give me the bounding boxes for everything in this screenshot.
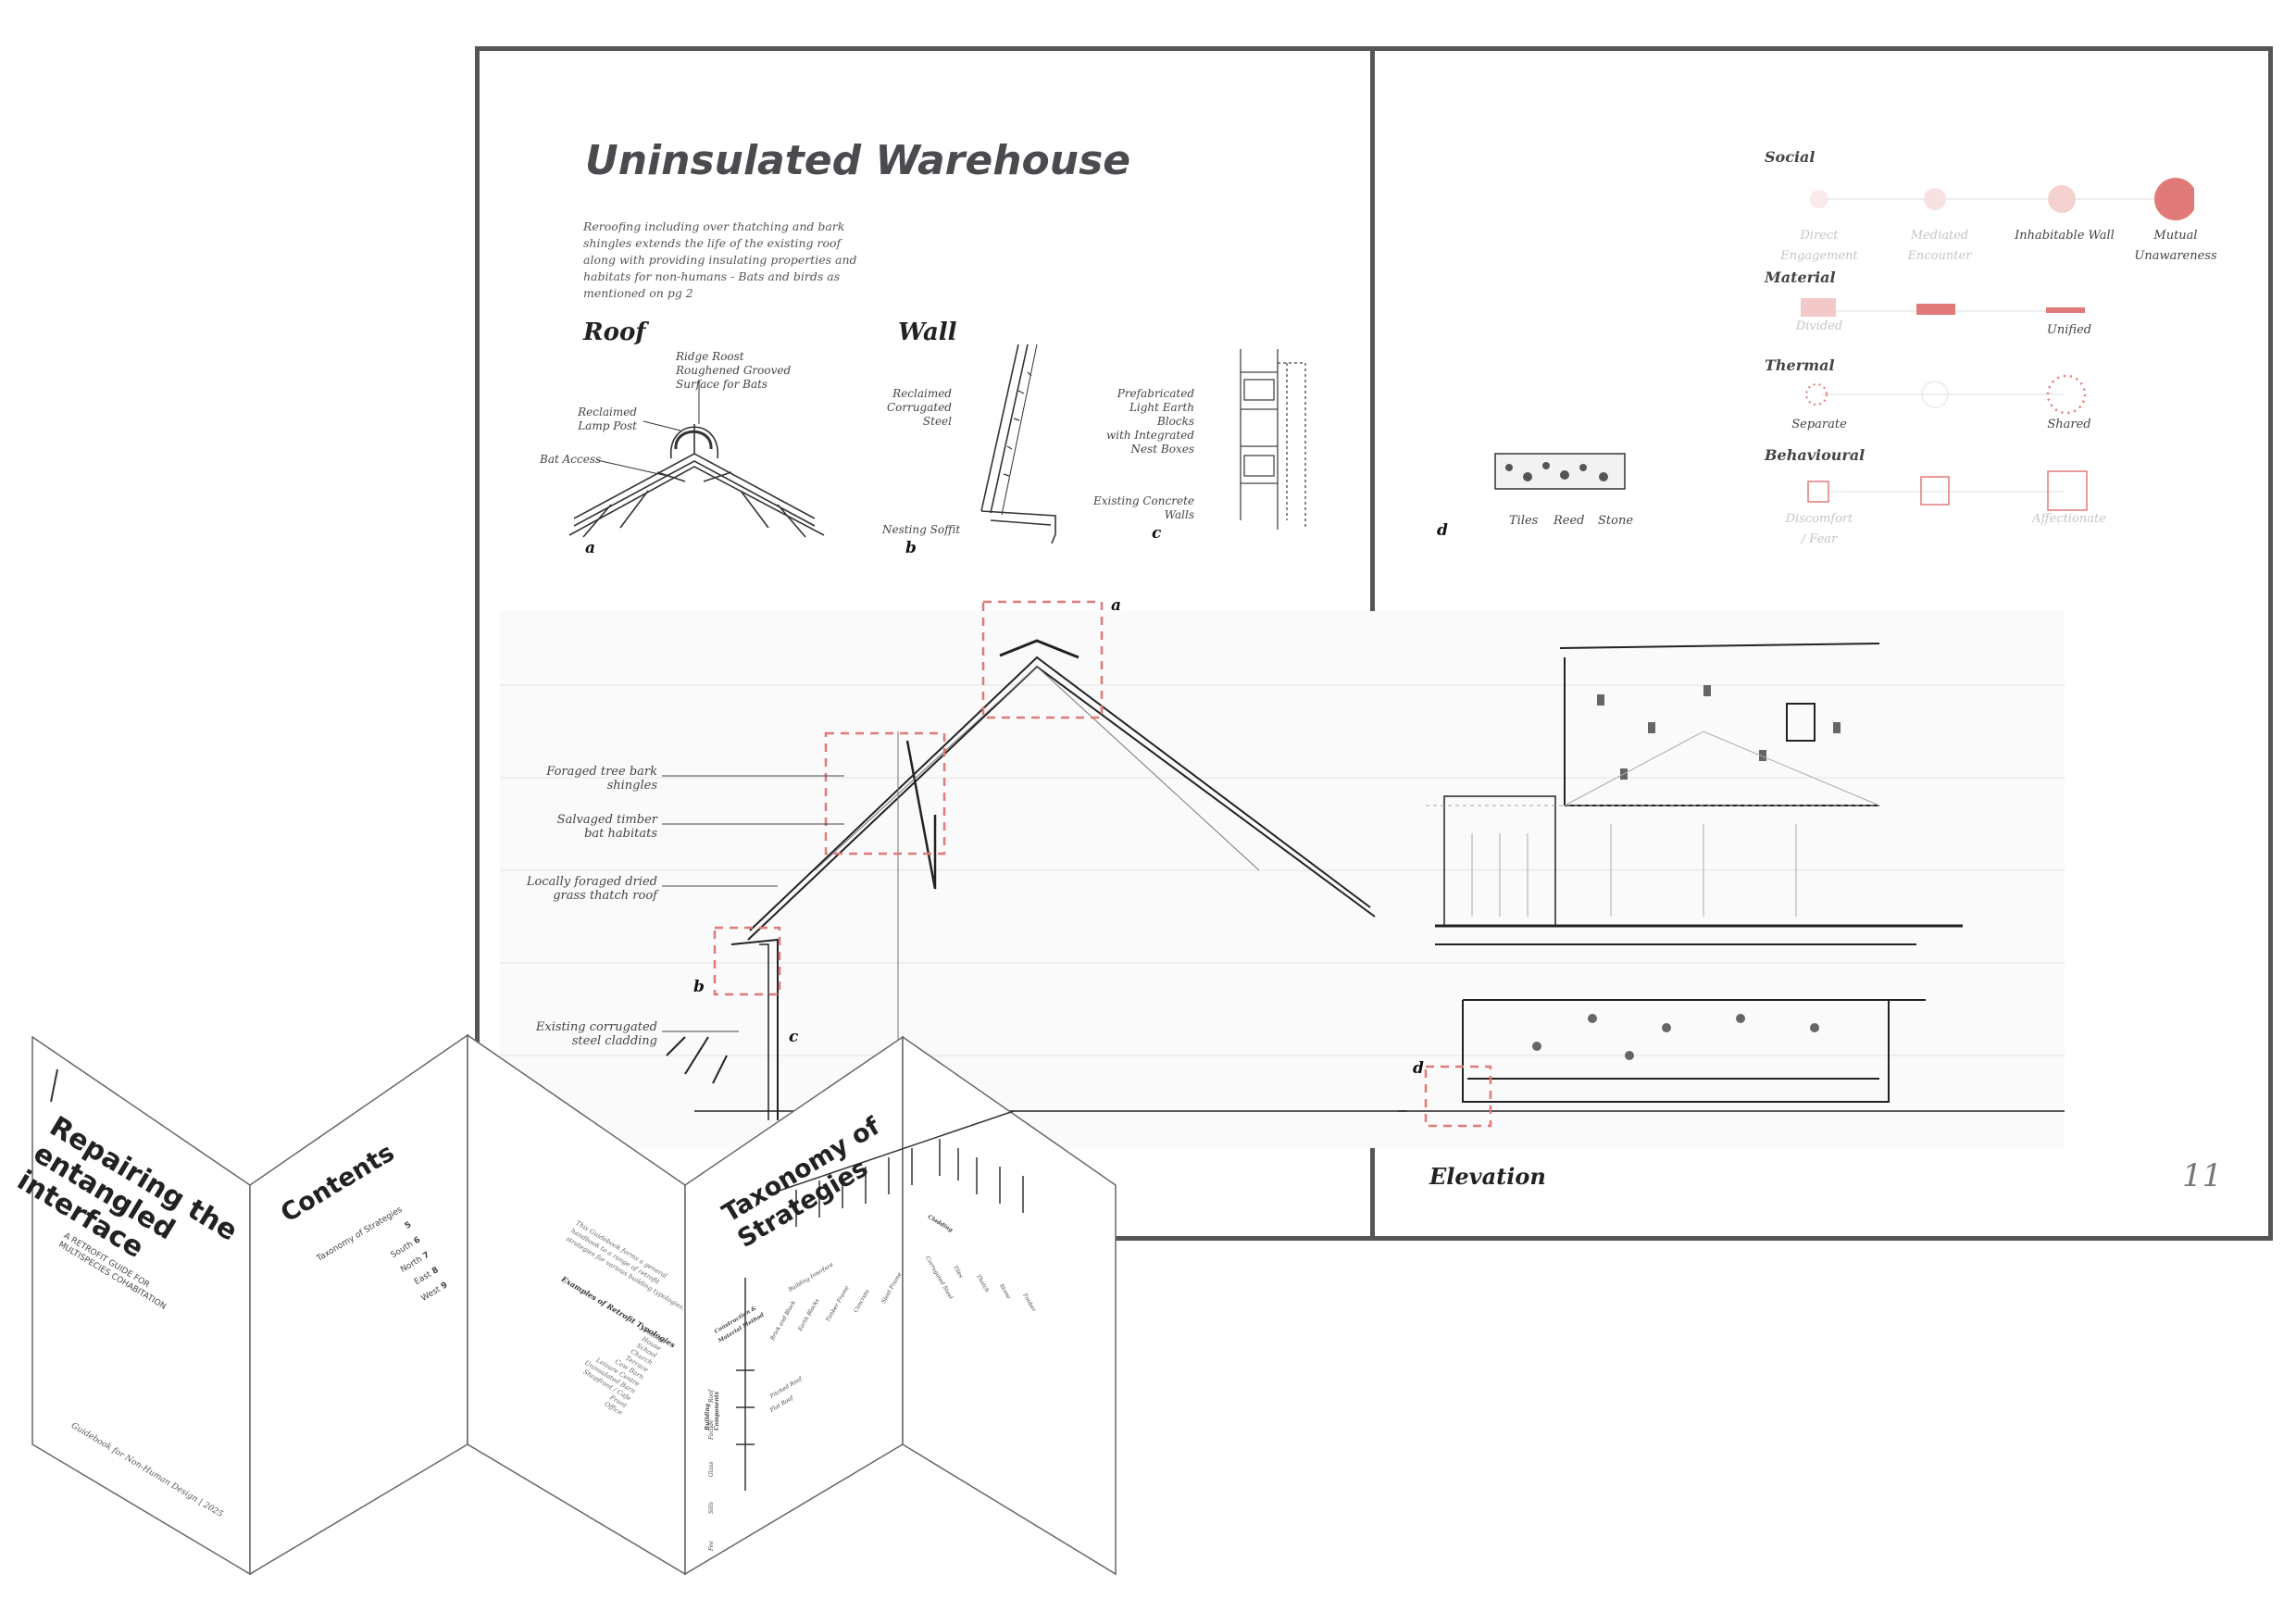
social-label-mutual: Mutual Unawareness	[2134, 229, 2217, 263]
thermal-label-separate: Separate	[1791, 418, 1847, 431]
detail-letter-d: d	[1437, 521, 1448, 540]
legend-social-heading: Social	[1765, 148, 1816, 166]
wall-block-detail-sketch	[1240, 349, 1306, 530]
social-label-direct: Direct Engagement	[1780, 229, 1858, 263]
material-label-tiles: Tiles	[1509, 514, 1539, 528]
material-label-unified: Unified	[2046, 323, 2092, 337]
panel-c-label-blocks: Prefabricated Light Earth Blocks with In…	[1105, 387, 1194, 456]
material-label-reed: Reed	[1554, 514, 1585, 528]
elevation-label: Elevation	[1429, 1163, 1546, 1190]
detail-letter-c: c	[1152, 524, 1162, 543]
wall-label-soffit: Nesting Soffit	[882, 523, 961, 536]
base-material-sketch	[1494, 453, 1626, 490]
page-number: 11	[2182, 1157, 2223, 1194]
section-letter-a: a	[1111, 596, 1122, 615]
behavioural-label-affectionate: Affectionate	[2032, 512, 2106, 526]
roof-detail-sketch	[568, 380, 825, 538]
detail-letter-b: b	[905, 539, 917, 557]
section-letter-c: c	[789, 1028, 799, 1046]
material-label-stone: Stone	[1598, 514, 1634, 528]
panel-c-label-walls: Existing Concrete Walls	[1092, 494, 1194, 521]
behavioural-scale	[1807, 470, 2088, 511]
folded-brochure-mockup	[31, 1033, 1117, 1576]
thermal-scale	[1805, 374, 2087, 415]
roof-heading: Roof	[583, 319, 646, 346]
social-label-mediated: Mediated Encounter	[1907, 229, 1972, 263]
section-letter-d: d	[1413, 1059, 1424, 1078]
roof-label-lamp: Reclaimed Lamp Post	[578, 406, 637, 432]
section-elevation-drawing	[500, 600, 2065, 1148]
social-scale	[1810, 178, 2194, 220]
callout-grass-thatch: Locally foraged dried grass thatch roof	[526, 875, 657, 903]
callout-steel-cladding: Existing corrugated steel cladding	[535, 1020, 657, 1048]
material-label-divided: Divided	[1795, 319, 1843, 333]
page-title: Uninsulated Warehouse	[585, 137, 1131, 184]
roof-label-bat-access: Bat Access	[540, 453, 602, 466]
legend-material-heading: Material	[1765, 269, 1836, 286]
social-label-inhabitable: Inhabitable Wall	[2015, 229, 2115, 243]
detail-letter-a: a	[585, 539, 596, 557]
wall-heading: Wall	[898, 319, 957, 346]
callout-timber-bat-habitats: Salvaged timber bat habitats	[556, 813, 657, 841]
material-scale	[1801, 298, 2085, 317]
wall-detail-sketch	[980, 344, 1056, 544]
legend-behavioural-heading: Behavioural	[1765, 446, 1866, 464]
intro-text: Reroofing including over thatching and b…	[583, 219, 857, 300]
section-letter-b: b	[693, 978, 705, 996]
legend-thermal-heading: Thermal	[1765, 356, 1835, 374]
thermal-label-shared: Shared	[2047, 418, 2091, 431]
roof-label-ridge: Ridge Roost Roughened Grooved Surface fo…	[676, 350, 792, 391]
callout-bark-shingles: Foraged tree bark shingles	[546, 765, 657, 793]
wall-label-steel: Reclaimed Corrugated Steel	[886, 387, 952, 428]
behavioural-label-discomfort: Discomfort / Fear	[1785, 512, 1853, 546]
